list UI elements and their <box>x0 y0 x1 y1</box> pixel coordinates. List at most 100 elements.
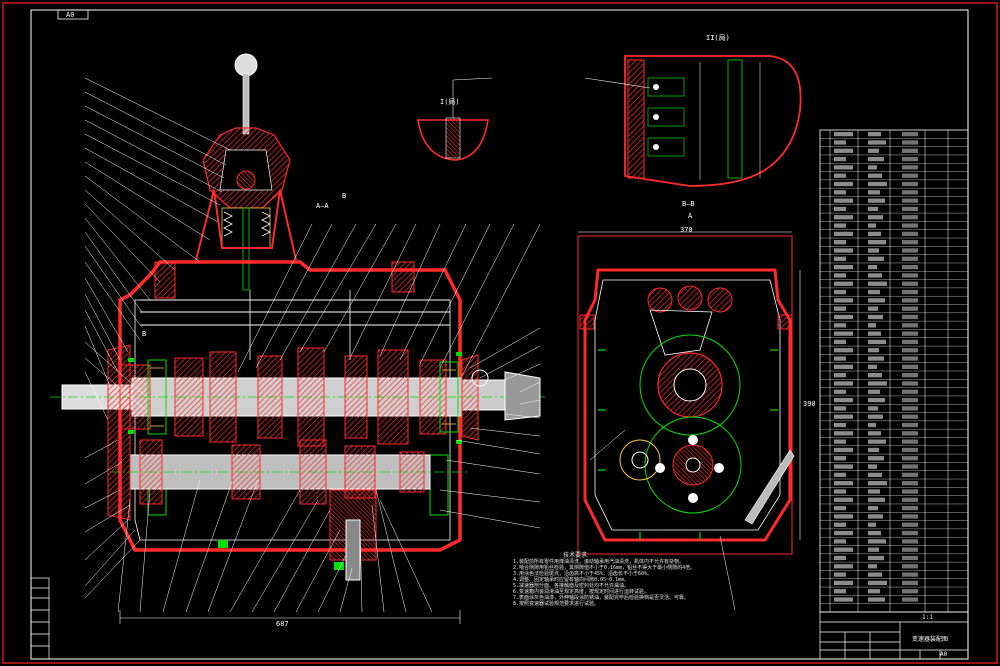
parts-row-mark <box>868 597 885 602</box>
parts-row-mark <box>868 264 877 270</box>
technical-notes: 技术要求 1.装配前所有零件用煤油清洗，滚动轴承用汽油清洗，机体内不允许有杂物。… <box>513 553 703 608</box>
top-tag-box <box>57 9 89 20</box>
parts-row-mark <box>834 422 846 428</box>
note-line: 4.调整、固定轴承时应留有轴向间隙0.05~0.1mm。 <box>513 577 630 583</box>
drawing-title: 变速器装配图 <box>912 636 949 643</box>
inner-border <box>30 9 969 660</box>
notes-title: 技术要求 <box>563 552 588 559</box>
parts-row-mark <box>834 264 853 270</box>
parts-row-mark <box>902 539 918 544</box>
section-bb-view <box>577 231 801 611</box>
parts-row-mark <box>868 173 882 178</box>
parts-row-mark <box>868 555 884 561</box>
parts-row-mark <box>868 281 887 286</box>
parts-row-mark <box>902 173 918 178</box>
parts-row-mark <box>902 215 918 220</box>
parts-row-mark <box>868 256 884 261</box>
parts-row-mark <box>868 248 879 253</box>
section-bb-label: B—B <box>682 200 695 208</box>
parts-row-mark <box>868 323 876 328</box>
parts-row-mark <box>902 589 918 594</box>
parts-row-mark <box>834 148 853 153</box>
parts-row-mark <box>902 240 918 245</box>
parts-row-mark <box>902 414 918 419</box>
parts-row-mark <box>834 481 853 486</box>
parts-row-mark <box>834 173 846 178</box>
parts-row-mark <box>834 231 853 237</box>
parts-row-mark <box>868 181 887 187</box>
detail-ii-label: II(局) <box>706 34 730 42</box>
parts-list-table <box>819 129 969 613</box>
parts-row-mark <box>868 489 880 494</box>
bb-width-dim: 370 <box>680 226 693 234</box>
parts-row-mark <box>868 165 877 170</box>
detail-ii-view <box>584 55 802 187</box>
cut-b-label: B <box>142 330 147 338</box>
parts-row-mark <box>834 589 846 594</box>
parts-row-mark <box>868 314 883 320</box>
view-b-arrow-label: B <box>342 192 347 200</box>
parts-row-mark <box>902 580 918 586</box>
parts-row-mark <box>868 132 881 137</box>
parts-row-mark <box>902 181 918 187</box>
parts-row-mark <box>834 348 853 353</box>
parts-row-mark <box>834 389 846 394</box>
parts-row-mark <box>868 339 886 345</box>
parts-row-mark <box>902 223 918 228</box>
parts-row-mark <box>834 331 853 336</box>
parts-row-mark <box>902 140 918 145</box>
parts-row-mark <box>868 389 880 394</box>
parts-row-mark <box>868 381 887 386</box>
parts-row-mark <box>834 215 853 220</box>
parts-row-mark <box>834 240 846 245</box>
parts-row-mark <box>902 373 918 378</box>
note-line: 3.用涂色法检验斑点，沿齿高不小于45%，沿齿长不小于60%。 <box>513 571 653 577</box>
parts-row-mark <box>868 215 883 220</box>
parts-row-mark <box>868 156 884 162</box>
parts-row-mark <box>868 206 878 212</box>
parts-row-mark <box>834 289 846 295</box>
parts-row-mark <box>902 165 918 170</box>
parts-row-mark <box>868 539 886 544</box>
section-aa-label: A—A <box>316 202 329 210</box>
parts-row-mark <box>834 447 853 453</box>
parts-row-mark <box>834 190 846 195</box>
parts-row-mark <box>868 564 877 569</box>
parts-row-mark <box>834 414 853 419</box>
parts-row-mark <box>868 572 882 577</box>
parts-row-mark <box>834 597 853 602</box>
parts-row-mark <box>834 181 853 187</box>
parts-row-mark <box>868 348 879 353</box>
parts-row-mark <box>902 264 918 270</box>
parts-row-mark <box>834 323 846 328</box>
parts-row-mark <box>868 514 883 519</box>
parts-row-mark <box>902 273 918 278</box>
parts-row-mark <box>868 481 887 486</box>
parts-row-mark <box>834 580 853 586</box>
parts-row-mark <box>834 356 846 361</box>
parts-row-mark <box>868 140 886 145</box>
shift-knob <box>234 53 258 77</box>
parts-row-mark <box>868 148 879 153</box>
parts-row-mark <box>834 439 846 444</box>
parts-row-mark <box>868 472 882 478</box>
parts-row-mark <box>868 298 885 303</box>
parts-row-mark <box>902 331 918 336</box>
parts-row-mark <box>868 431 881 436</box>
parts-row-mark <box>902 256 918 261</box>
parts-row-mark <box>902 489 918 494</box>
parts-row-mark <box>902 497 918 502</box>
left-margin-boxes <box>30 577 50 660</box>
parts-row-mark <box>868 240 886 245</box>
parts-row-mark <box>834 397 853 403</box>
parts-row-mark <box>834 564 853 569</box>
parts-row-mark <box>834 256 846 261</box>
parts-row-mark <box>902 522 918 527</box>
parts-row-mark <box>902 298 918 303</box>
parts-row-mark <box>902 356 918 361</box>
detail-i-label: I(局) <box>440 98 460 106</box>
parts-row-mark <box>868 464 877 469</box>
parts-row-mark <box>868 356 884 361</box>
parts-row-mark <box>902 547 918 552</box>
